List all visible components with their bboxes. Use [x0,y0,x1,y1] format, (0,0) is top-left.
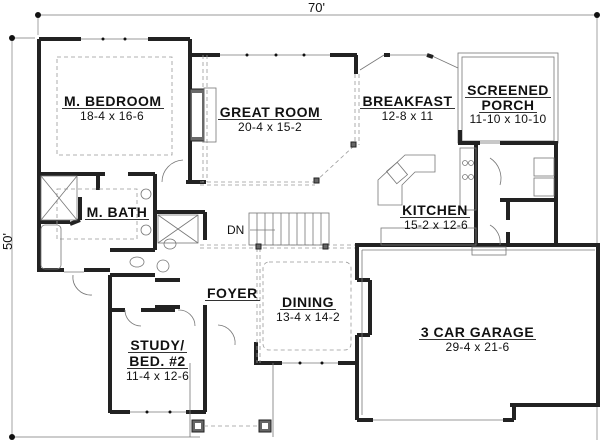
room-dining-name: DINING [280,294,336,310]
room-dining-size: 13-4 x 14-2 [275,310,340,324]
room-screened-porch-name-2: PORCH [479,97,537,113]
stairs-down-label: DN [227,223,245,237]
room-master-bath-name: M. BATH [84,204,150,220]
room-screened-porch-name-1: SCREENED [465,82,551,98]
depth-dimension: 50' [0,233,15,250]
fixtures [40,55,555,363]
room-study-name-1: STUDY/ [128,337,187,353]
room-master-bedroom-name: M. BEDROOM [62,93,164,109]
room-garage-name: 3 CAR GARAGE [418,324,537,340]
room-study-name-2: BED. #2 [127,353,188,369]
room-breakfast-name: BREAKFAST [360,93,455,109]
dimension-lines [9,12,600,440]
room-kitchen-size: 15-2 x 12-6 [403,218,468,232]
room-great-room-size: 20-4 x 15-2 [237,120,302,134]
room-great-room-name: GREAT ROOM [217,104,323,120]
room-garage-size: 29-4 x 21-6 [445,340,510,354]
exterior-walls [37,37,600,437]
room-kitchen-name: KITCHEN [400,202,470,218]
room-master-bedroom-size: 18-4 x 16-6 [79,109,144,123]
width-dimension: 70' [308,0,325,15]
room-screened-porch-size: 11-10 x 10-10 [469,112,547,126]
room-foyer-name: FOYER [205,285,260,301]
room-study-size: 11-4 x 12-6 [125,369,190,383]
room-breakfast-size: 12-8 x 11 [381,109,434,123]
